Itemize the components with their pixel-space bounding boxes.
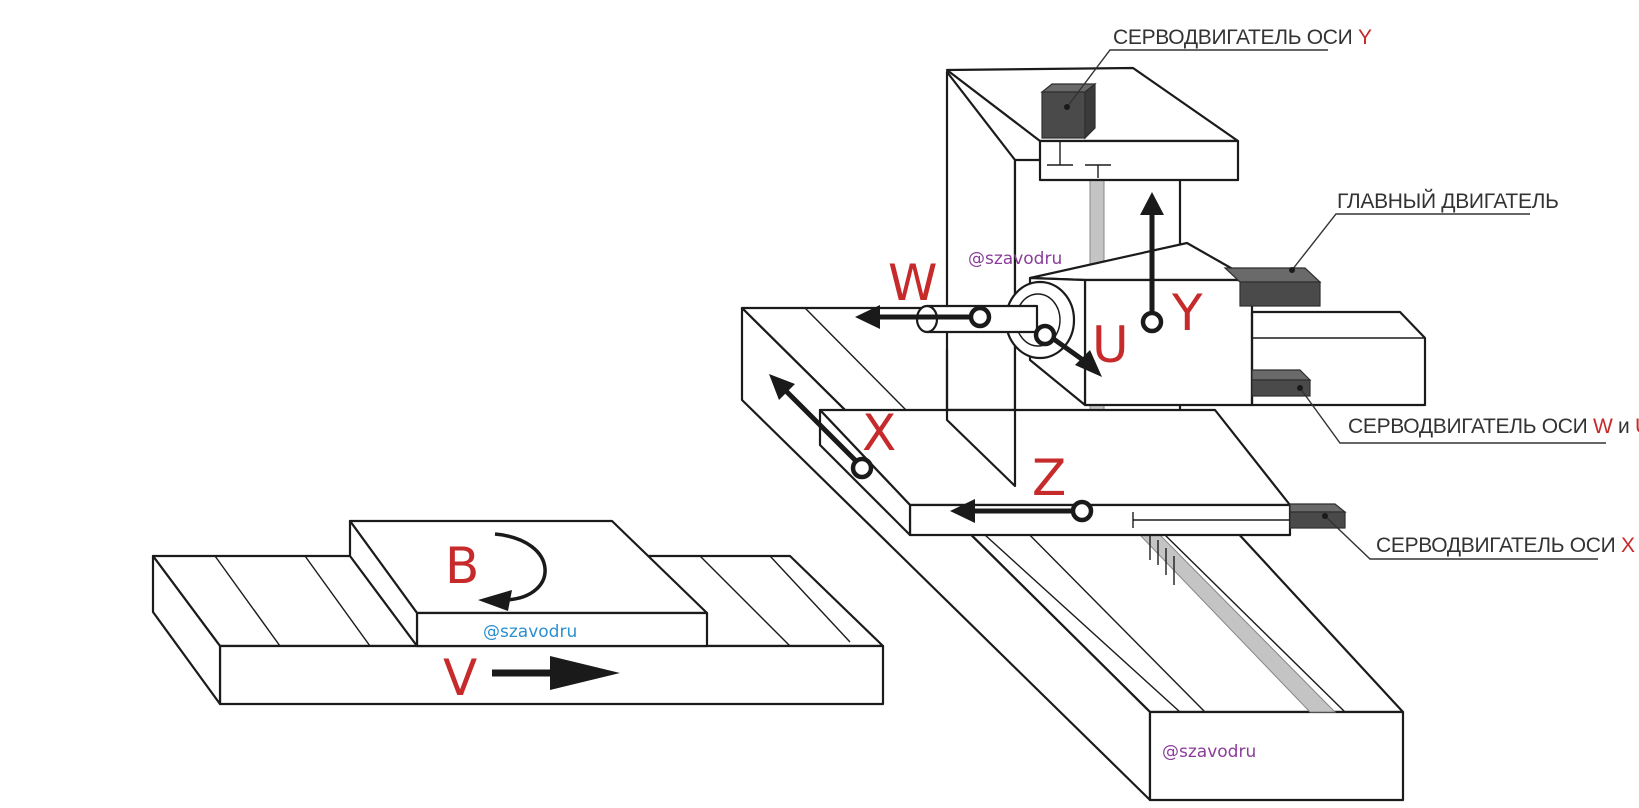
callout-servo-wu: СЕРВОДВИГАТЕЛЬ ОСИ W и U bbox=[1297, 385, 1639, 444]
axis-u-label: U bbox=[1092, 316, 1129, 374]
watermark-top: @szavodru bbox=[968, 249, 1062, 269]
u-pivot bbox=[1033, 323, 1057, 347]
servo-xz-motor bbox=[1289, 511, 1346, 529]
callout-servo-xz-text: СЕРВОДВИГАТЕЛЬ ОСИ X и Z bbox=[1376, 534, 1639, 557]
b-rotation-arrow bbox=[494, 532, 547, 602]
callout-main-motor: ГЛАВНЫЙ ДВИГАТЕЛЬ bbox=[1289, 189, 1559, 273]
axis-x-label: X bbox=[862, 404, 896, 462]
axis-z-label: Z bbox=[1032, 449, 1066, 507]
axis-v-label: V bbox=[443, 649, 477, 707]
y-pivot bbox=[1140, 310, 1164, 334]
callout-servo-y-text: СЕРВОДВИГАТЕЛЬ ОСИ Y bbox=[1113, 26, 1372, 49]
rotary-table-assembly: B V @szavodru bbox=[151, 519, 885, 707]
callout-servo-xz: СЕРВОДВИГАТЕЛЬ ОСИ X и Z bbox=[1322, 513, 1639, 560]
axis-b-label: B bbox=[445, 537, 479, 595]
z-pivot bbox=[1070, 499, 1094, 523]
callout-main-motor-text: ГЛАВНЫЙ ДВИГАТЕЛЬ bbox=[1337, 189, 1559, 213]
column-cap-front bbox=[1038, 139, 1240, 182]
x-pivot bbox=[850, 456, 874, 480]
x-direction-arrow bbox=[783, 388, 860, 465]
table-base-side bbox=[151, 554, 222, 706]
w-pivot bbox=[968, 305, 992, 329]
callout-servo-y: СЕРВОДВИГАТЕЛЬ ОСИ Y bbox=[1064, 26, 1372, 110]
boring-machine-assembly: W U Y X Z @szavodru @szavodru bbox=[740, 66, 1427, 802]
main-motor bbox=[1239, 281, 1321, 307]
servo-wu-motor bbox=[1251, 379, 1311, 397]
servo-y-motor bbox=[1041, 91, 1086, 139]
turntable-side bbox=[348, 519, 419, 648]
axis-w-label: W bbox=[888, 254, 937, 312]
axis-y-label: Y bbox=[1171, 284, 1203, 342]
callout-servo-wu-text: СЕРВОДВИГАТЕЛЬ ОСИ W и U bbox=[1348, 415, 1639, 438]
watermark-bed: @szavodru bbox=[1162, 742, 1256, 762]
watermark-table: @szavodru bbox=[483, 622, 577, 642]
